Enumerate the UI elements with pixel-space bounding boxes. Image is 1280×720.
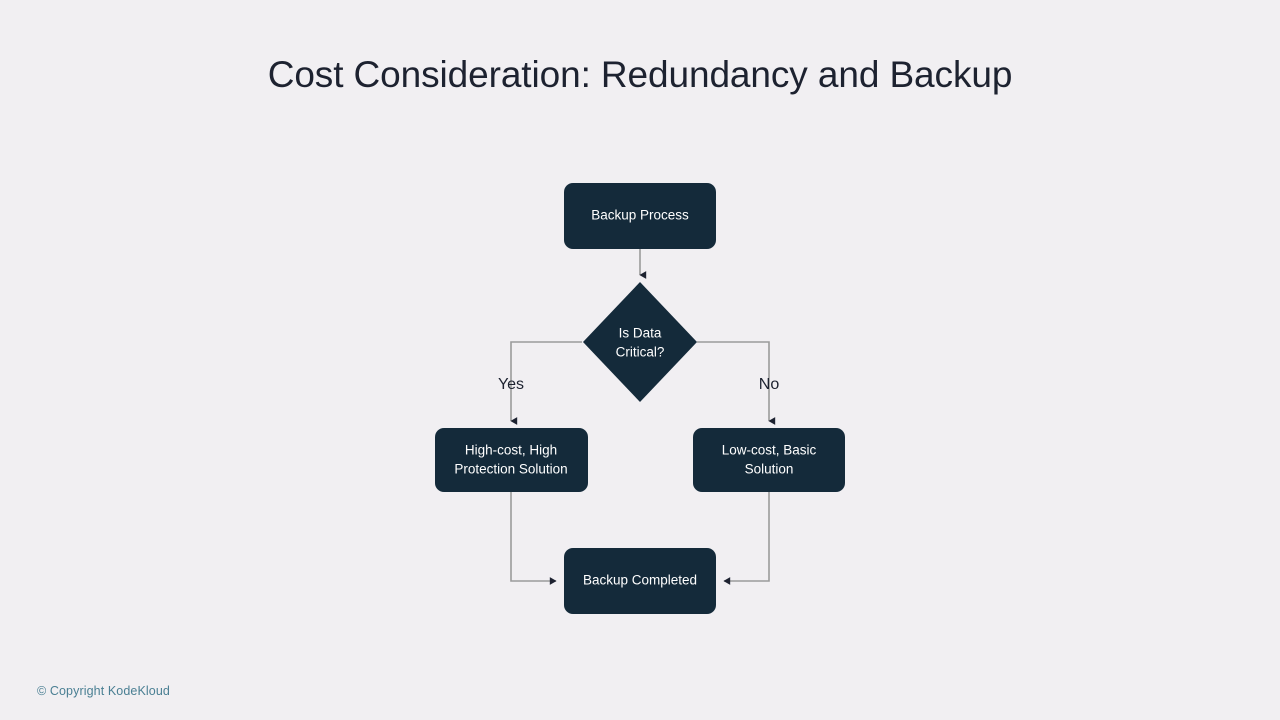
edge-layer <box>510 249 776 585</box>
node-low-cost-solution-shape[interactable] <box>693 428 845 492</box>
node-high-cost-solution-label-line1: High-cost, High <box>465 443 557 458</box>
node-backup-completed[interactable]: Backup Completed <box>564 548 716 614</box>
edge-low-cost-to-end <box>723 492 770 585</box>
node-backup-process-shape[interactable] <box>564 183 716 249</box>
node-high-cost-solution[interactable]: High-cost, High Protection Solution <box>435 428 588 492</box>
node-is-data-critical-label-line1: Is Data <box>619 326 662 341</box>
node-backup-process[interactable]: Backup Process <box>564 183 716 249</box>
node-backup-process-label: Backup Process <box>591 208 689 223</box>
copyright-notice: © Copyright KodeKloud <box>37 684 170 698</box>
edge-decision-to-low-cost <box>697 341 776 425</box>
node-high-cost-solution-shape[interactable] <box>435 428 588 492</box>
edge-decision-to-high-cost <box>510 341 582 425</box>
page-title: Cost Consideration: Redundancy and Backu… <box>267 54 1013 95</box>
node-low-cost-solution[interactable]: Low-cost, Basic Solution <box>693 428 845 492</box>
edge-label-yes: Yes <box>498 376 524 393</box>
node-low-cost-solution-label-line2: Solution <box>745 462 794 477</box>
node-backup-completed-label: Backup Completed <box>583 573 697 588</box>
node-is-data-critical-shape[interactable] <box>583 282 697 402</box>
node-layer: Backup Process Is Data Critical? High-co… <box>435 183 845 614</box>
node-is-data-critical-label-line2: Critical? <box>616 345 665 360</box>
node-low-cost-solution-label-line1: Low-cost, Basic <box>722 443 817 458</box>
edge-label-no: No <box>759 376 780 393</box>
node-high-cost-solution-label-line2: Protection Solution <box>454 462 567 477</box>
edge-label-layer: Yes No <box>498 376 779 393</box>
node-backup-completed-shape[interactable] <box>564 548 716 614</box>
node-is-data-critical[interactable]: Is Data Critical? <box>583 282 697 402</box>
edge-high-cost-to-end <box>510 492 557 585</box>
